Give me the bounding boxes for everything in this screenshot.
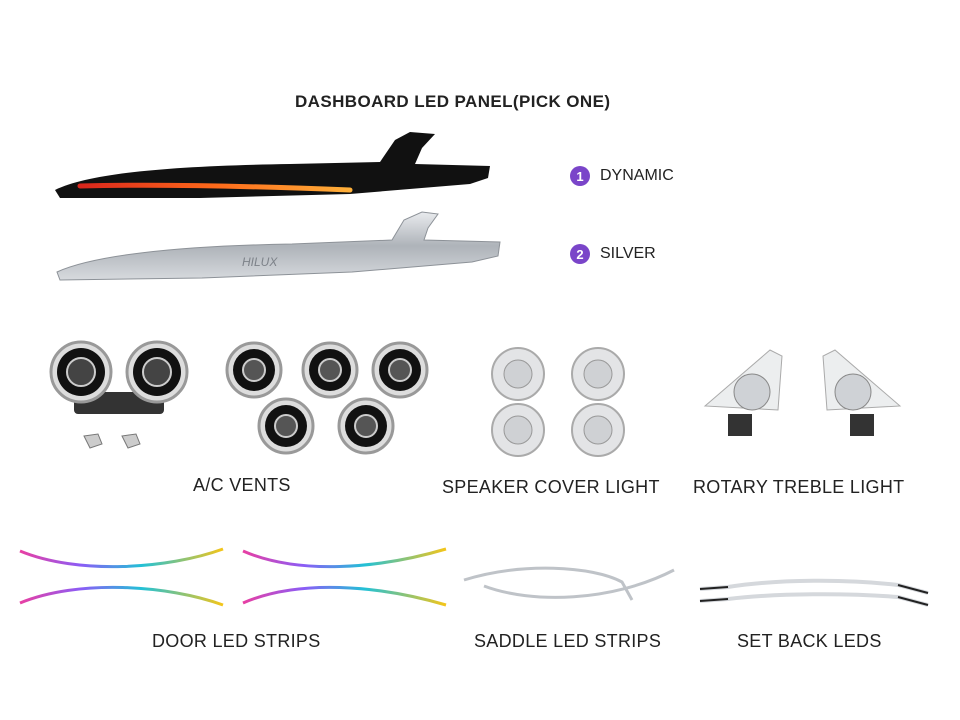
set-back-leds-label: SET BACK LEDS	[737, 631, 882, 651]
saddle-led-strips-image	[463, 566, 675, 601]
round-ac-vents-image	[225, 341, 429, 455]
dynamic-dashboard-panel-image	[55, 132, 490, 198]
option-label: DYNAMIC	[600, 167, 674, 184]
speaker-cover-light-label: SPEAKER COVER LIGHT	[442, 477, 660, 497]
rotary-treble-light-image	[703, 349, 902, 436]
option-dynamic[interactable]: 1 DYNAMIC	[570, 166, 674, 186]
option-number-badge: 1	[570, 166, 590, 186]
set-back-leds-image	[699, 578, 929, 607]
page-title: DASHBOARD LED PANEL(PICK ONE)	[295, 92, 611, 111]
door-led-strips-image	[19, 547, 447, 607]
silver-panel-emblem: HILUX	[242, 255, 278, 269]
option-number-badge: 2	[570, 244, 590, 264]
center-ac-vent-image	[49, 340, 189, 449]
option-silver[interactable]: 2 SILVER	[570, 244, 656, 264]
speaker-cover-light-image	[491, 347, 625, 457]
door-led-strips-label: DOOR LED STRIPS	[152, 631, 321, 651]
silver-dashboard-panel-image: HILUX	[56, 211, 501, 281]
ac-vents-label: A/C VENTS	[193, 475, 291, 495]
option-label: SILVER	[600, 245, 656, 262]
saddle-led-strips-label: SADDLE LED STRIPS	[474, 631, 662, 651]
rotary-treble-light-label: ROTARY TREBLE LIGHT	[693, 477, 905, 497]
